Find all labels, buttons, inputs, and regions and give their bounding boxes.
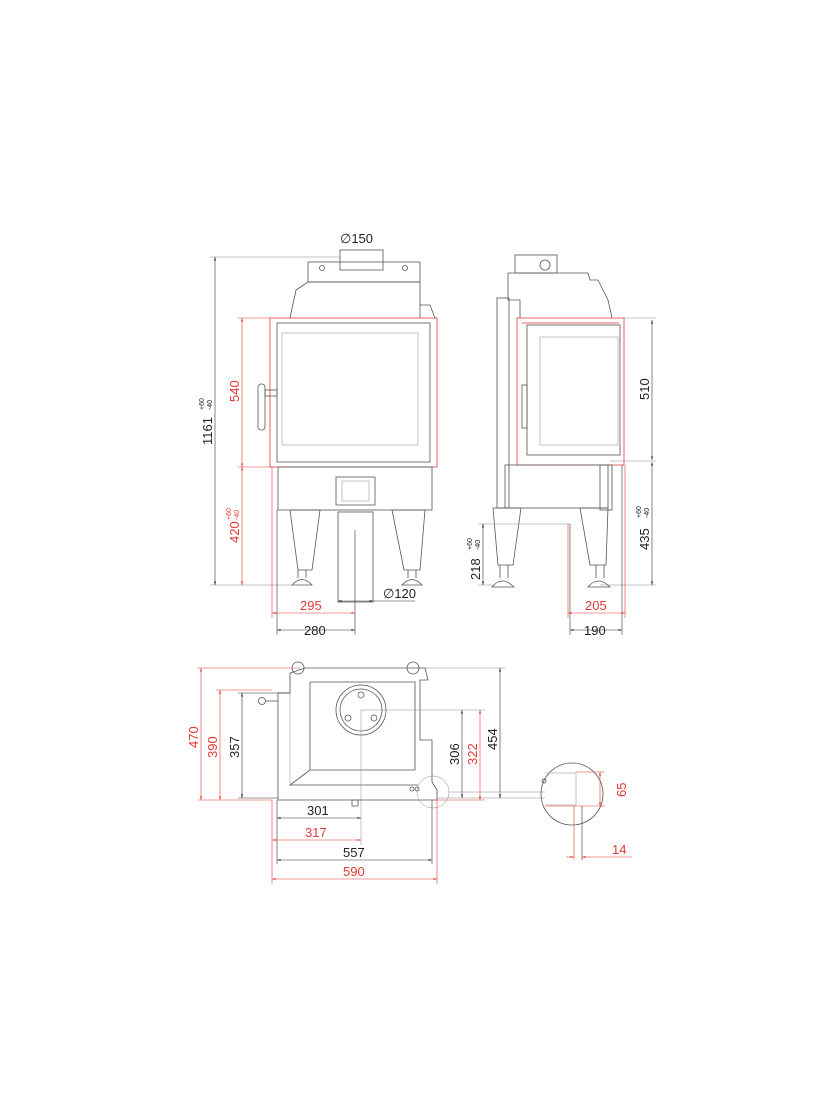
hood xyxy=(289,281,436,319)
dim-295: 295 xyxy=(300,598,322,613)
dim-205: 205 xyxy=(585,598,607,613)
tol-plus: +60 xyxy=(636,506,643,518)
tol-minus: -40 xyxy=(207,400,214,410)
dim-diameter-150: ∅150 xyxy=(340,231,373,246)
tol-minus: -40 xyxy=(644,508,651,518)
side-hood xyxy=(507,272,613,319)
front-view xyxy=(257,249,438,603)
dim-322: 322 xyxy=(465,743,480,765)
dim-1161: 1161 xyxy=(200,417,215,445)
door-handle xyxy=(257,383,266,431)
dim-65: 65 xyxy=(614,783,629,797)
door xyxy=(276,322,431,463)
tol-minus: -40 xyxy=(234,510,241,520)
air-box xyxy=(335,476,376,506)
side-lower-body xyxy=(504,464,609,509)
side-view xyxy=(491,254,625,588)
tol-plus: +60 xyxy=(226,508,233,520)
dim-190: 190 xyxy=(584,623,606,638)
dim-454: 454 xyxy=(485,728,500,750)
side-wall xyxy=(496,297,510,509)
detail-marker-circle xyxy=(416,775,450,809)
left-leg xyxy=(289,509,321,571)
dim-357: 357 xyxy=(227,736,242,758)
dim-280: 280 xyxy=(304,623,326,638)
side-glass-frame xyxy=(516,317,625,466)
tol-minus: -40 xyxy=(475,540,482,550)
tol-plus: +60 xyxy=(199,398,206,410)
dim-540: 540 xyxy=(227,380,242,402)
side-handle xyxy=(521,384,528,429)
air-inlet-pipe xyxy=(337,511,374,603)
dim-306: 306 xyxy=(447,743,462,765)
dim-590: 590 xyxy=(343,864,365,879)
right-leg xyxy=(391,509,426,571)
detail-circle xyxy=(540,762,604,826)
right-foot xyxy=(401,570,423,586)
left-foot xyxy=(291,570,313,586)
top-outline xyxy=(277,667,438,801)
front-dimensions: 1161 +60 -40 540 420 +60 -40 ∅150 ∅120 2… xyxy=(199,231,416,638)
dim-317: 317 xyxy=(305,825,327,840)
glass xyxy=(281,332,419,446)
top-box xyxy=(307,261,421,283)
side-left-leg xyxy=(492,507,522,566)
dim-14: 14 xyxy=(612,842,626,857)
flue-collar xyxy=(339,249,384,271)
side-door xyxy=(526,324,621,456)
lower-body xyxy=(277,466,433,511)
top-dimensions: 470 390 357 454 322 306 301 317 557 590 xyxy=(186,667,545,884)
dim-510: 510 xyxy=(637,378,652,400)
dim-diameter-120: ∅120 xyxy=(383,586,416,601)
dim-218: 218 xyxy=(468,558,483,580)
side-collar xyxy=(514,254,558,274)
dim-470: 470 xyxy=(186,726,201,748)
side-dimensions: 510 435 +60 -40 218 +60 -40 205 190 xyxy=(467,317,656,638)
dim-420: 420 xyxy=(227,521,242,543)
glass-frame-outline xyxy=(269,317,438,468)
detail-view: 65 14 xyxy=(449,762,632,860)
dim-301: 301 xyxy=(307,803,329,818)
side-right-leg xyxy=(579,507,609,566)
firebox xyxy=(288,681,418,786)
dim-390: 390 xyxy=(205,736,220,758)
tol-plus: +60 xyxy=(467,538,474,550)
dim-435: 435 xyxy=(637,528,652,550)
dim-557: 557 xyxy=(343,845,365,860)
